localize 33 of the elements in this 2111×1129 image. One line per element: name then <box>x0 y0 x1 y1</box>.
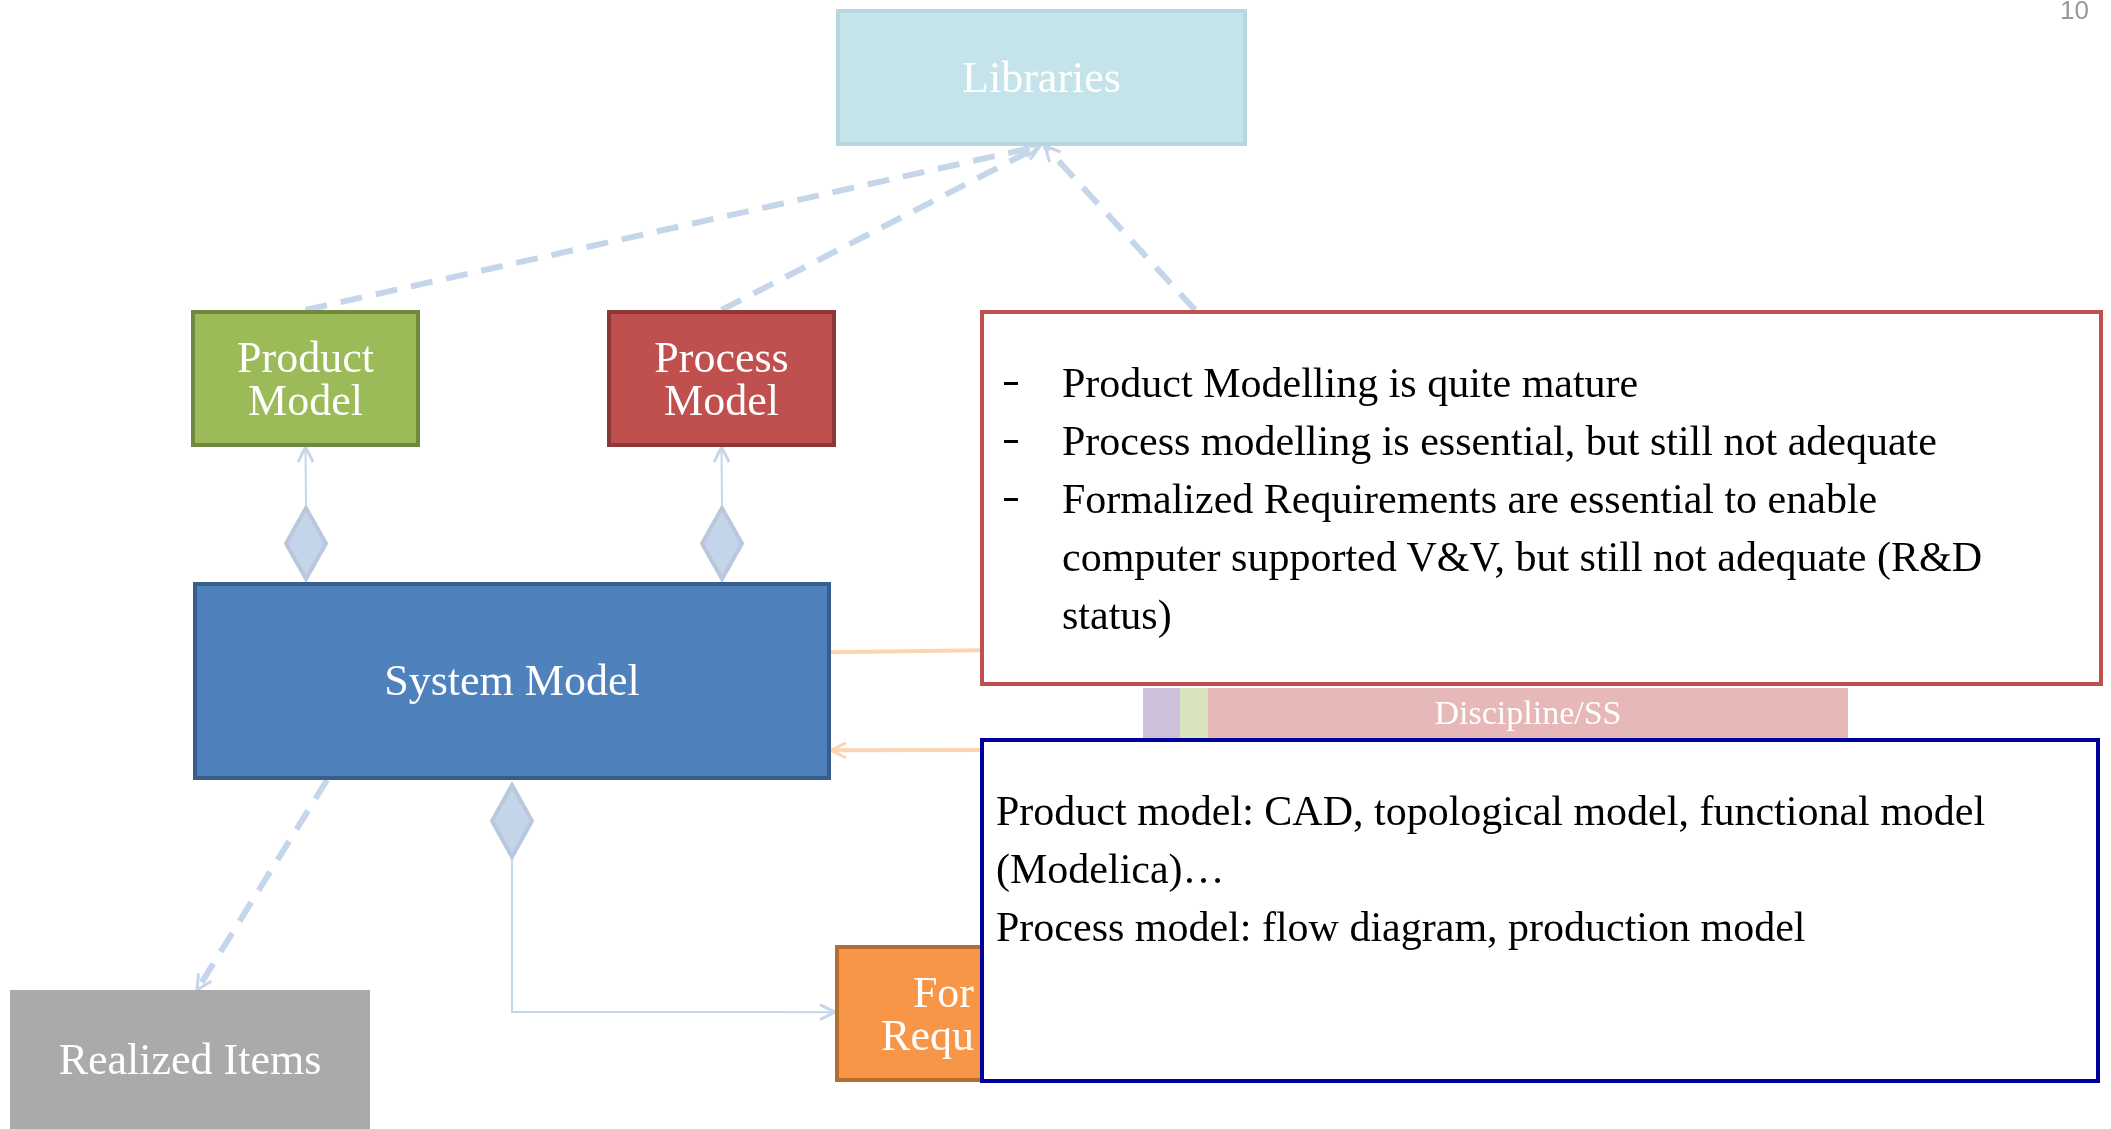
item-box <box>10 990 370 1129</box>
stacked-box <box>1180 688 1208 738</box>
diamond-shape <box>489 782 535 860</box>
callout-text: Formalized Requirements are essential to enable computer supported V&V, but still not adequate (R&D status) <box>1062 476 1982 638</box>
callout-text: Process modelling is essential, but still not adequate <box>1062 418 1937 464</box>
callout-box <box>980 738 2100 1083</box>
box-label: Process Model <box>653 335 790 422</box>
box-label: System Model <box>383 655 641 707</box>
arrow <box>712 445 731 506</box>
requirements-box <box>835 945 980 1082</box>
callout-text: Product Modelling is quite mature <box>1062 360 1639 406</box>
connector-line <box>830 648 981 655</box>
box-label: Product Model <box>236 335 375 422</box>
stacked-box <box>1143 688 1180 738</box>
callout-text: Process model: flow diagram, production model <box>996 904 1806 950</box>
callout-text: Product model: CAD, topological model, functional model (Modelica)… <box>996 788 1986 892</box>
box-label: Discipline/SS <box>1433 694 1623 731</box>
box-label: Requ <box>881 1013 974 1057</box>
diamond-shape <box>699 505 745 582</box>
box-label: Libraries <box>961 51 1122 104</box>
diamond-shape <box>283 505 329 582</box>
model-box <box>607 310 836 447</box>
callout-box <box>980 310 2103 686</box>
page-number: 10 <box>2060 0 2089 24</box>
system-box <box>193 582 831 780</box>
arrow <box>296 445 315 506</box>
arrow <box>511 859 837 1022</box>
library-box <box>836 9 1247 146</box>
dashed-arrow <box>194 778 330 992</box>
discipline-box <box>1208 688 1848 738</box>
box-label: Realized Items <box>57 1033 323 1086</box>
model-box <box>191 310 420 447</box>
box-label: For <box>912 970 974 1014</box>
